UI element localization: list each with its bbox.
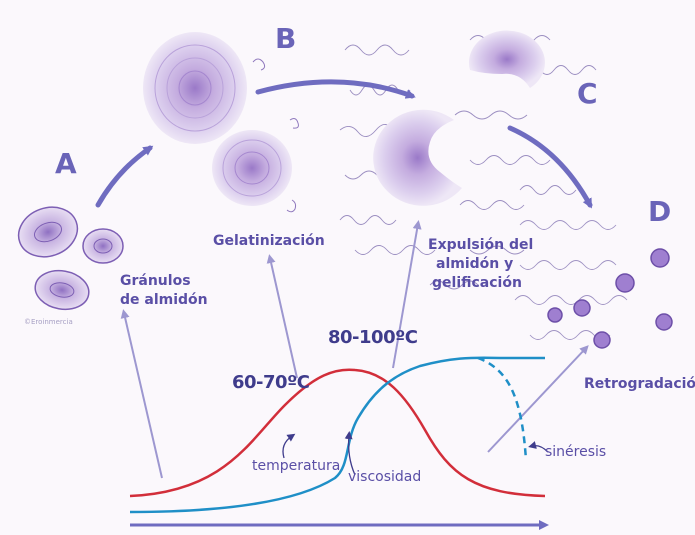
temperature-high-label: 80-100ºC [328, 327, 417, 348]
crystallite-6 [594, 332, 610, 348]
crystallite-5 [656, 314, 672, 330]
expulsion-caption-line2: almidón y [428, 255, 533, 274]
arrow-a-to-b [98, 148, 150, 205]
retrograded-network [515, 221, 672, 349]
stage-d-label: D [648, 195, 671, 228]
crystallite-3 [574, 300, 590, 316]
stage-b-label: B [275, 22, 296, 55]
viscosity-curve [130, 358, 545, 512]
swollen-granules [143, 32, 298, 212]
crystallite-2 [616, 274, 634, 292]
stage-a-label: A [55, 147, 77, 180]
arrow-b-to-c [258, 82, 412, 96]
granules-caption-line2: de almidón [120, 291, 208, 310]
temperature-curve-label: temperatura [252, 458, 340, 474]
credit-text: ©Eroinmercia [24, 318, 73, 326]
granule-2 [83, 229, 123, 263]
burst-granule-top [469, 31, 545, 88]
process-curves [130, 358, 545, 525]
granules-caption: Gránulos de almidón [120, 272, 208, 310]
expulsion-caption: Expulsión del almidón y gelificación [428, 236, 533, 293]
expulsion-caption-line3: gelificación [428, 274, 533, 293]
retrogradation-caption: Retrogradación [584, 375, 695, 394]
swollen-granule-small [212, 130, 292, 206]
granule-1 [12, 199, 85, 265]
crystallite-4 [548, 308, 562, 322]
pointer-to-granules [124, 313, 162, 478]
expulsion-caption-line1: Expulsión del [428, 236, 533, 255]
starch-granules [12, 199, 123, 313]
burst-granule-main [373, 110, 462, 206]
granules-caption-line1: Gránulos [120, 272, 208, 291]
syneresis-curve-label: sinéresis [545, 444, 606, 460]
pointer-to-retrogradation [488, 348, 586, 452]
temperature-pointer [283, 436, 292, 458]
viscosity-curve-label: viscosidad [348, 469, 421, 485]
swollen-granule-large [143, 32, 247, 144]
stage-c-label: C [577, 77, 598, 110]
syneresis-curve [478, 358, 526, 460]
gelatinization-caption: Gelatinización [213, 232, 325, 251]
crystallite-1 [651, 249, 669, 267]
granule-3 [32, 267, 92, 314]
arrow-c-to-d [510, 128, 590, 205]
pointer-to-gelatinization [270, 258, 297, 378]
temperature-low-label: 60-70ºC [232, 372, 309, 393]
